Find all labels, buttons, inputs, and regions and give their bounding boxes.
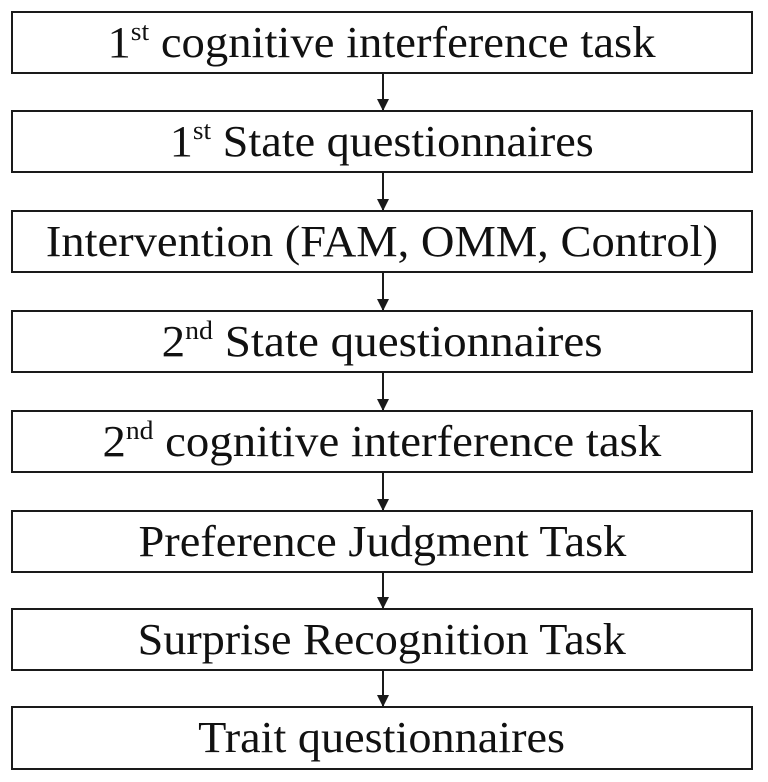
step-label: Trait questionnaires bbox=[198, 713, 566, 762]
step-box-1st-cognitive-interference-task: 1st cognitive interference task bbox=[11, 11, 753, 74]
step-box-1st-state-questionnaires: 1st State questionnaires bbox=[11, 110, 753, 173]
step-label: 2nd cognitive interference task bbox=[102, 415, 662, 466]
step-box-2nd-cognitive-interference-task: 2nd cognitive interference task bbox=[11, 410, 753, 473]
step-label: Preference Judgment Task bbox=[138, 516, 626, 566]
step-label: 1st cognitive interference task bbox=[107, 16, 657, 67]
step-box-surprise-recognition-task: Surprise Recognition Task bbox=[11, 608, 753, 671]
down-arrow-icon bbox=[377, 373, 389, 411]
down-arrow-icon bbox=[377, 671, 389, 707]
step-box-intervention: Intervention (FAM, OMM, Control) bbox=[11, 210, 753, 273]
down-arrow-icon bbox=[377, 573, 389, 609]
step-box-trait-questionnaires: Trait questionnaires bbox=[11, 706, 753, 770]
down-arrow-icon bbox=[377, 74, 389, 111]
step-label: Intervention (FAM, OMM, Control) bbox=[45, 216, 719, 266]
down-arrow-icon bbox=[377, 273, 389, 311]
step-label: 2nd State questionnaires bbox=[161, 315, 603, 366]
down-arrow-icon bbox=[377, 473, 389, 511]
step-box-2nd-state-questionnaires: 2nd State questionnaires bbox=[11, 310, 753, 373]
step-box-preference-judgment-task: Preference Judgment Task bbox=[11, 510, 753, 573]
down-arrow-icon bbox=[377, 173, 389, 211]
step-label: Surprise Recognition Task bbox=[137, 614, 627, 664]
step-label: 1st State questionnaires bbox=[169, 115, 595, 166]
